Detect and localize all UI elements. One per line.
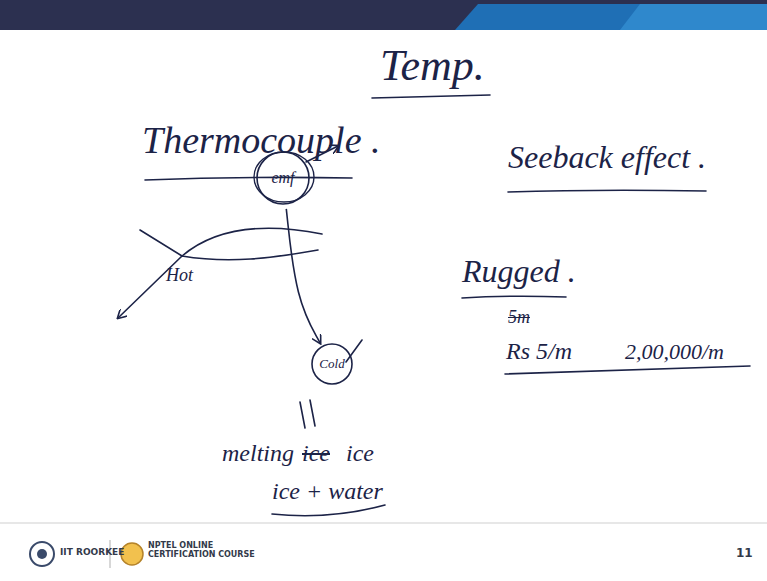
junction-label: Hot [166, 266, 193, 286]
underline [508, 190, 706, 192]
scribble-ring [254, 152, 314, 202]
tick-mark [346, 340, 362, 362]
course-name: NPTEL ONLINE CERTIFICATION COURSE [148, 542, 258, 560]
cost-note: 2,00,000/m [625, 340, 724, 364]
page-number: 11 [736, 547, 753, 560]
topic-heading: Thermocouple . [142, 120, 381, 162]
slide-title: Temp. [380, 42, 485, 90]
underline [505, 366, 750, 374]
reference-note: ice [346, 440, 374, 466]
reference-note: melting [222, 440, 294, 466]
reference-note: ice + water [272, 478, 383, 504]
struck-note: ice [302, 440, 330, 466]
top-accent [620, 4, 767, 30]
institute-logo [30, 542, 54, 566]
wire [182, 228, 322, 256]
circle-node: Cold [311, 343, 353, 385]
top-accent [455, 4, 767, 30]
stroke-mark [300, 402, 305, 428]
struck-note: 5m [508, 308, 530, 328]
underline [372, 95, 490, 98]
cost-note: Rs 5/m [506, 338, 572, 364]
wire [140, 230, 182, 256]
footer-rule [0, 523, 767, 524]
connector-arrow [286, 209, 320, 343]
underline [272, 505, 385, 516]
top-band [0, 0, 767, 30]
underline [462, 296, 566, 298]
circle-outline [312, 344, 352, 384]
circle-node: emf [256, 151, 310, 205]
effect-note: Seeback effect . [508, 140, 706, 175]
institute-logo [37, 549, 47, 559]
property-note: Rugged . [462, 254, 576, 289]
node-text: Cold [319, 356, 344, 372]
stroke-mark [310, 400, 315, 426]
underline [145, 177, 352, 180]
node-text: emf [271, 169, 294, 187]
wire [182, 250, 318, 260]
institute-name: IIT ROORKEE [60, 548, 124, 558]
